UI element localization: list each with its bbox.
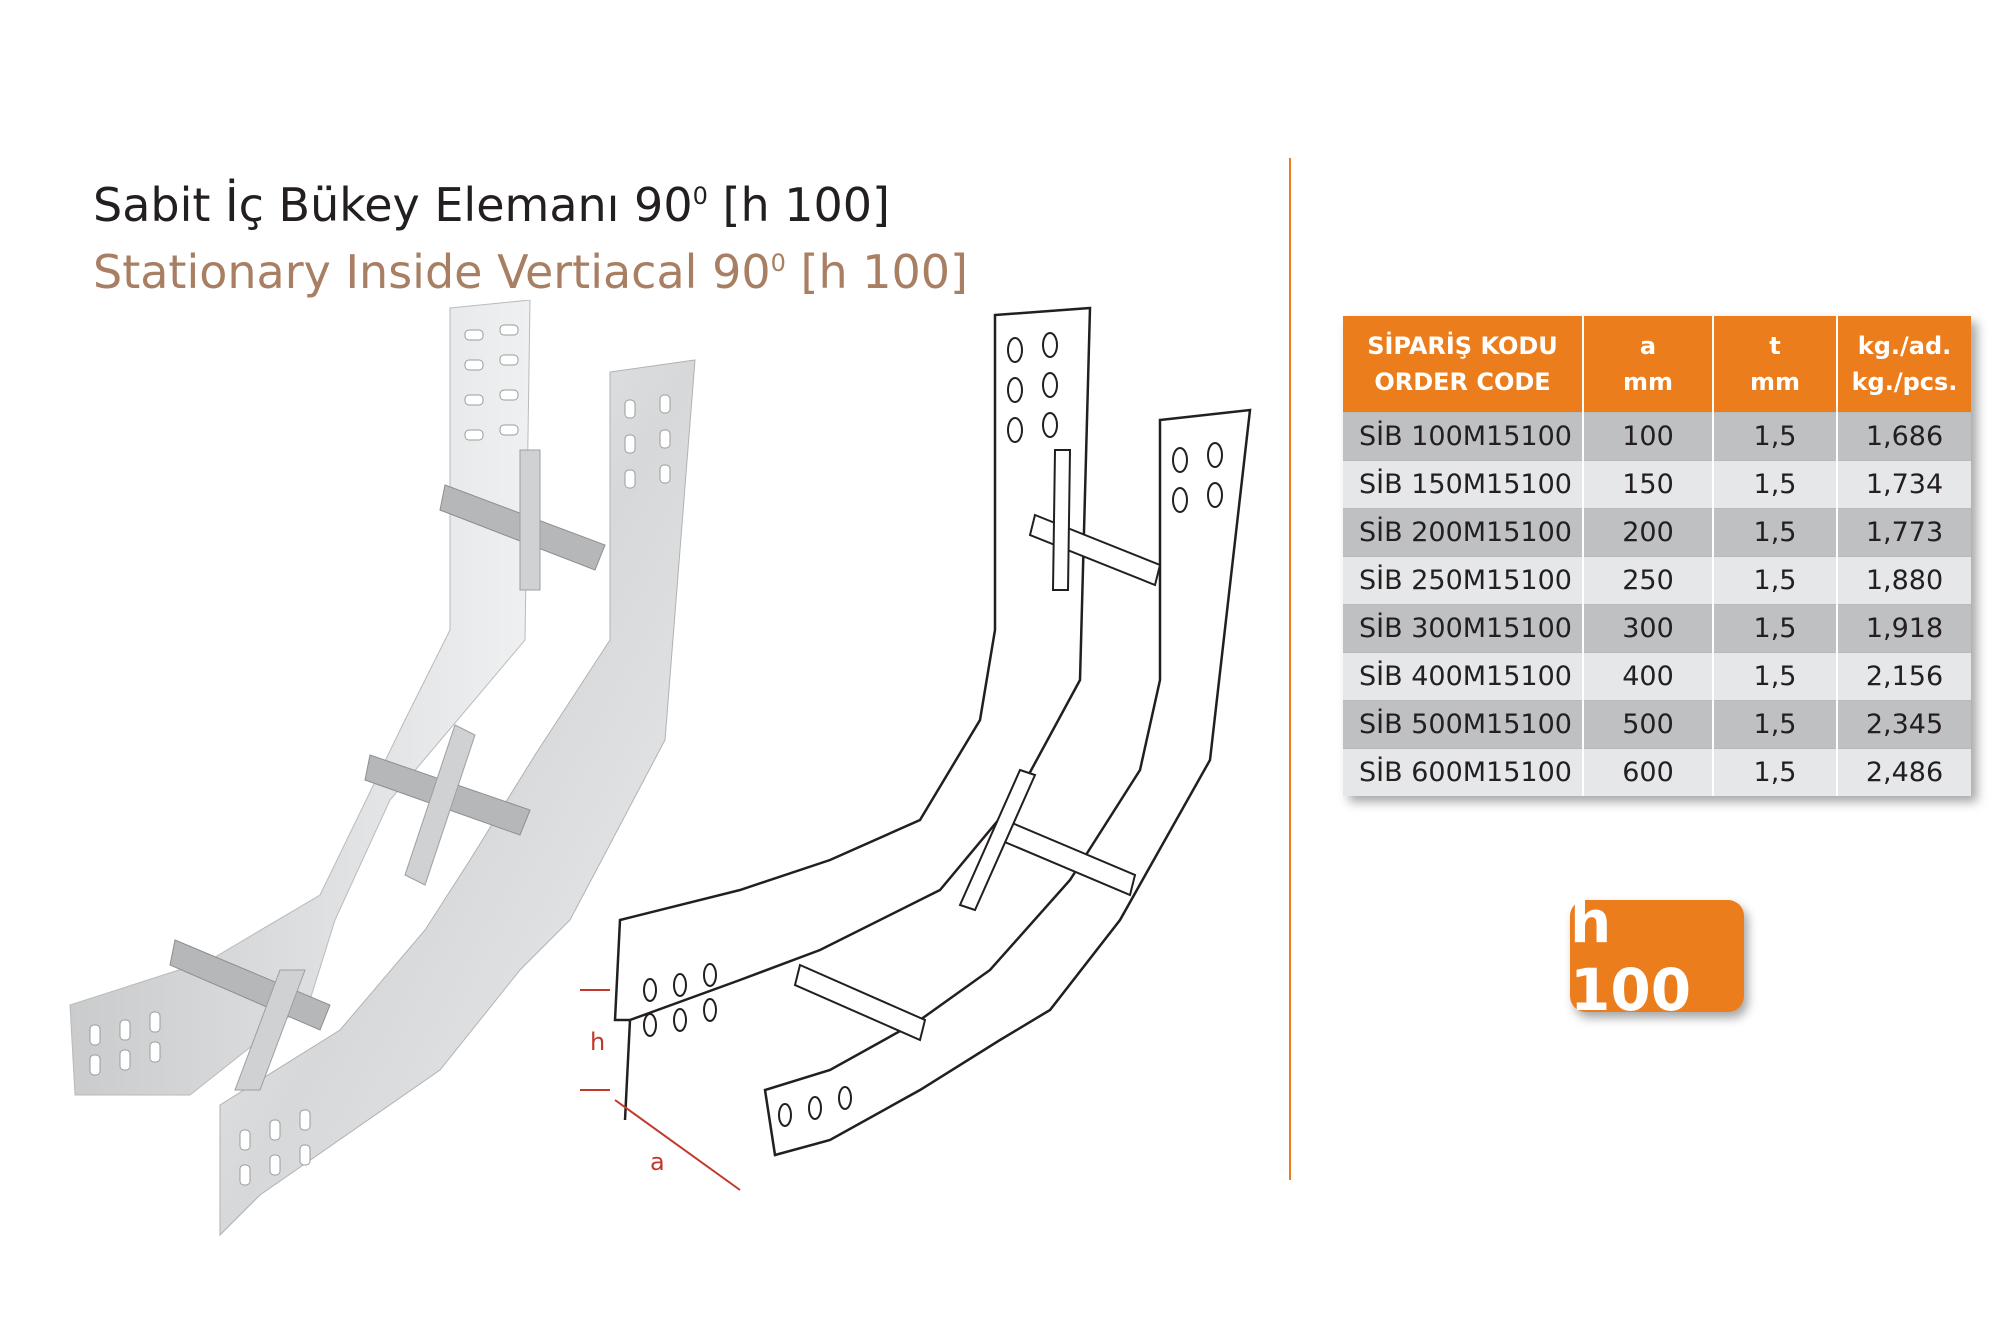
title-en-text: Stationary Inside Vertiacal 90 [93,245,771,299]
table-row: SİB 100M15100 100 1,5 1,686 [1343,412,1971,461]
product-drawing: h a [69,300,1252,1237]
cell-kg: 2,345 [1837,700,1971,749]
dimension-h-label: h [590,1028,605,1056]
table-row: SİB 600M15100 600 1,5 2,486 [1343,748,1971,796]
table-row: SİB 500M15100 500 1,5 2,345 [1343,700,1971,749]
cell-t: 1,5 [1713,652,1838,701]
table-row: SİB 300M15100 300 1,5 1,918 [1343,604,1971,653]
tray-slots-front [239,394,671,1186]
dimension-marks [580,989,741,1191]
dimension-a-label: a [650,1148,665,1176]
title-en-degree: 0 [770,249,786,277]
line-tray [613,306,1252,1157]
height-badge: h 100 [1570,888,1744,1024]
title-turkish: Sabit İç Bükey Elemanı 900 [h 100] [93,178,890,232]
title-english: Stationary Inside Vertiacal 900 [h 100] [93,245,968,299]
table-row: SİB 200M15100 200 1,5 1,773 [1343,508,1971,557]
cell-a: 200 [1583,508,1714,557]
cell-a: 300 [1583,604,1714,653]
cell-code: SİB 250M15100 [1343,556,1584,605]
cell-a: 250 [1583,556,1714,605]
cell-a: 100 [1583,412,1714,461]
cell-t: 1,5 [1713,700,1838,749]
tray-back-rail [69,300,531,1096]
title-en-suffix: [h 100] [785,245,968,299]
line-rungs [793,449,1162,1042]
cell-code: SİB 500M15100 [1343,700,1584,749]
tray-slots-back [89,324,519,1076]
cell-kg: 1,880 [1837,556,1971,605]
cell-kg: 2,486 [1837,748,1971,796]
cell-code: SİB 600M15100 [1343,748,1584,796]
cell-t: 1,5 [1713,508,1838,557]
cell-a: 500 [1583,700,1714,749]
cell-a: 150 [1583,460,1714,509]
cell-kg: 1,686 [1837,412,1971,461]
tray-front-rail [219,359,696,1237]
cell-kg: 1,734 [1837,460,1971,509]
cell-code: SİB 300M15100 [1343,604,1584,653]
cell-code: SİB 150M15100 [1343,460,1584,509]
cell-t: 1,5 [1713,556,1838,605]
rendered-tray [69,300,696,1237]
cell-t: 1,5 [1713,748,1838,796]
title-tr-text: Sabit İç Bükey Elemanı 90 [93,178,693,232]
cell-t: 1,5 [1713,604,1838,653]
tray-rungs [169,449,606,1091]
table-row: SİB 150M15100 150 1,5 1,734 [1343,460,1971,509]
line-slots [643,332,1223,1127]
title-tr-degree: 0 [692,182,708,210]
cell-code: SİB 400M15100 [1343,652,1584,701]
cell-t: 1,5 [1713,460,1838,509]
cell-kg: 1,918 [1837,604,1971,653]
table-row: SİB 400M15100 400 1,5 2,156 [1343,652,1971,701]
cell-kg: 2,156 [1837,652,1971,701]
vertical-divider [1289,158,1291,1180]
cell-code: SİB 100M15100 [1343,412,1584,461]
cell-kg: 1,773 [1837,508,1971,557]
cell-a: 600 [1583,748,1714,796]
line-front-rail [763,408,1252,1157]
cell-code: SİB 200M15100 [1343,508,1584,557]
table-row: SİB 250M15100 250 1,5 1,880 [1343,556,1971,605]
cell-t: 1,5 [1713,412,1838,461]
header-weight: kg./ad.kg./pcs. [1837,316,1971,413]
cell-a: 400 [1583,652,1714,701]
title-tr-suffix: [h 100] [707,178,890,232]
